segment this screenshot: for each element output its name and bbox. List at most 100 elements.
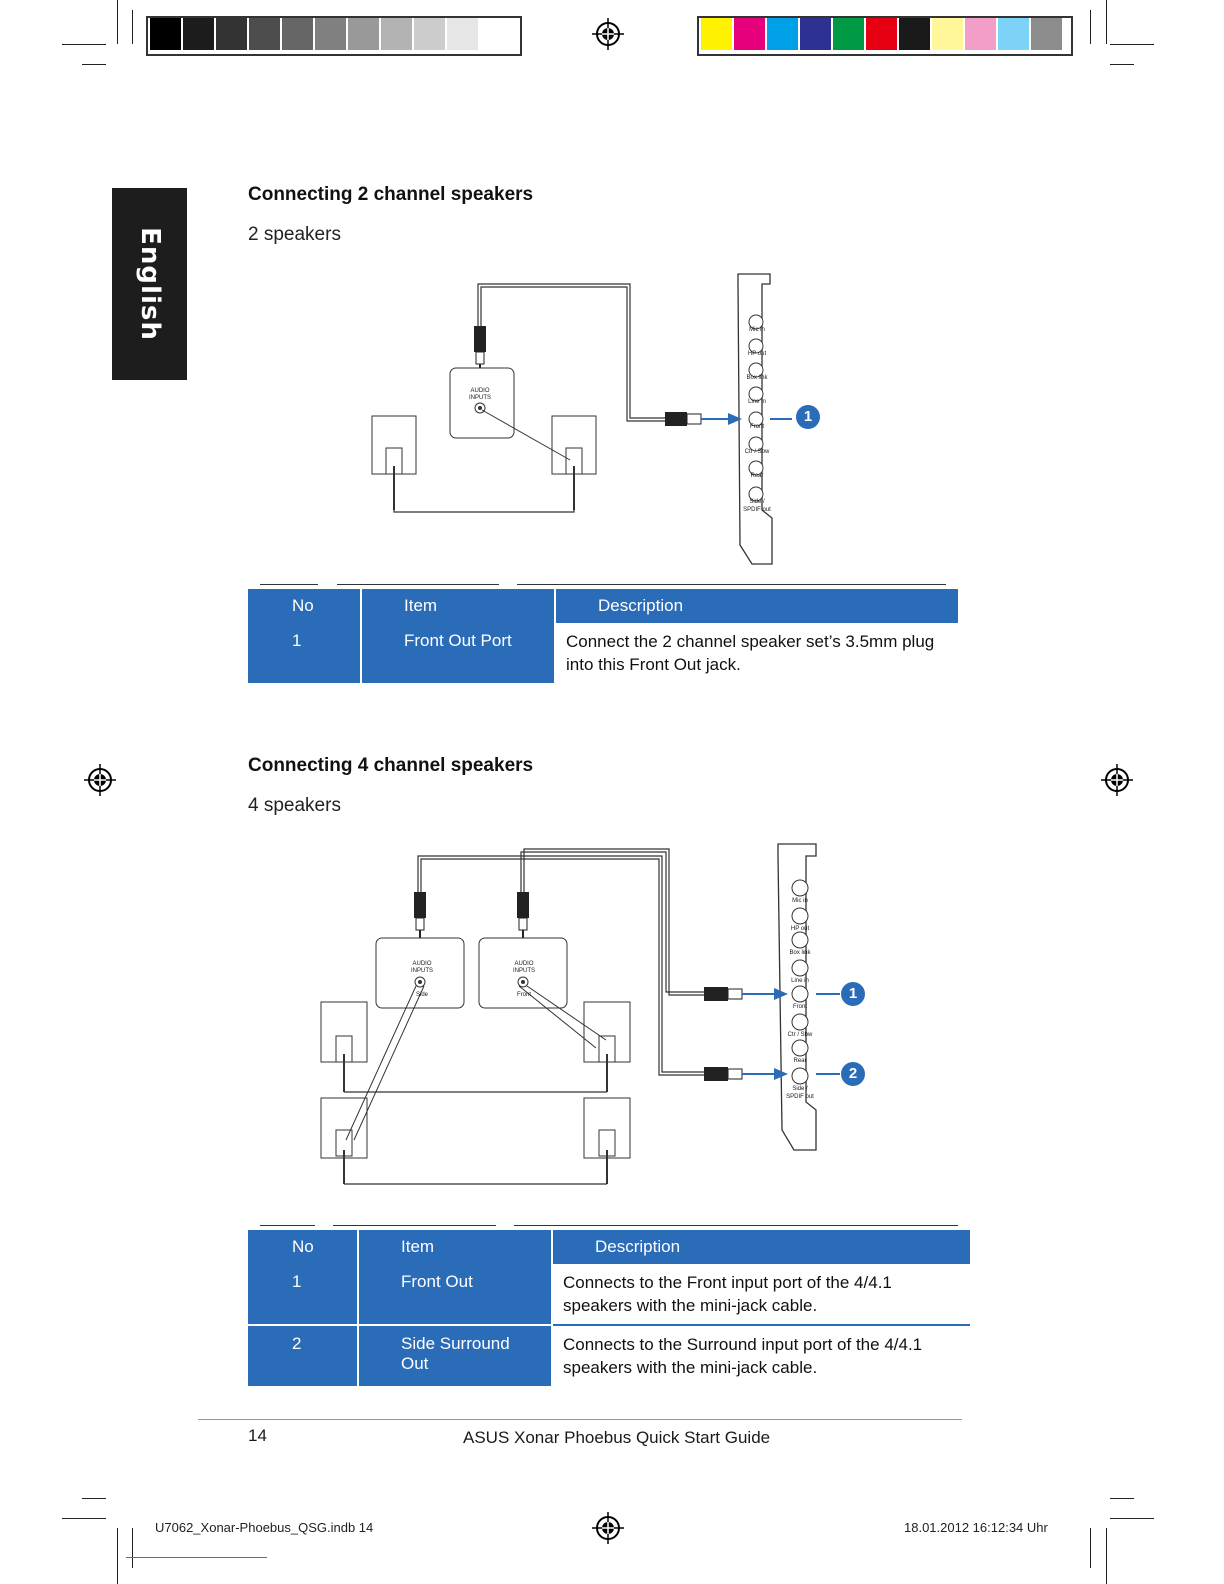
jack-label-spdif-out: SPDIF out	[743, 507, 771, 513]
section2-subheading: 4 speakers	[248, 795, 341, 816]
page-number: 14	[248, 1426, 267, 1445]
table-2ch: No Item Description 1 Front Out Port Con…	[248, 589, 958, 683]
jack-label-box-link: Box link	[746, 375, 768, 381]
grayscale-swatch	[348, 18, 379, 50]
jack-label-hp-out: HP out	[790, 926, 810, 932]
cell-no: 2	[248, 1326, 359, 1386]
grayscale-bar	[146, 16, 522, 56]
color-bar	[697, 16, 1073, 56]
color-swatch	[701, 18, 732, 50]
crop-mark	[132, 10, 133, 44]
jack-label-front: Front	[792, 1004, 807, 1010]
diagram1-audio-inputs-label: AUDIO INPUTS	[468, 388, 491, 401]
jack-label-side: Side /	[749, 499, 765, 505]
cell-item: Front Out Port	[362, 623, 556, 683]
crop-mark	[117, 1528, 118, 1584]
table-row: 1 Front Out Port Connect the 2 channel s…	[248, 623, 958, 683]
slug-timestamp: 18.01.2012 16:12:34 Uhr	[904, 1520, 1048, 1535]
cell-no: 1	[248, 623, 362, 683]
grayscale-swatch	[183, 18, 214, 50]
registration-target-icon	[592, 18, 624, 50]
crop-mark	[117, 0, 118, 44]
crop-mark	[132, 1528, 133, 1568]
color-swatch	[1031, 18, 1062, 50]
color-swatch	[767, 18, 798, 50]
section2-heading: Connecting 4 channel speakers	[248, 755, 534, 776]
grayscale-swatch	[282, 18, 313, 50]
color-swatch	[965, 18, 996, 50]
color-swatch	[833, 18, 864, 50]
diagram1-jack-labels: Mic in HP out Box link Line in Front Ctr…	[732, 327, 782, 513]
cell-item: Front Out	[359, 1264, 553, 1326]
color-swatch	[998, 18, 1029, 50]
four-speaker-diagram	[320, 843, 840, 1185]
footer-rule	[198, 1419, 962, 1420]
table-header-row: No Item Description	[248, 1230, 970, 1264]
color-swatch	[899, 18, 930, 50]
crop-mark	[1110, 1498, 1134, 1499]
callout-1: 1	[796, 405, 820, 429]
col-header-description: Description	[598, 596, 684, 615]
diagram2-front-label: Front	[516, 992, 531, 998]
jack-label-rear: Rear	[750, 473, 764, 479]
two-speaker-diagram	[371, 273, 792, 565]
grayscale-swatch	[315, 18, 346, 50]
crop-mark	[1110, 64, 1134, 65]
jack-label-line-in: Line in	[791, 978, 809, 984]
col-header-item: Item	[362, 589, 556, 623]
crop-mark	[1106, 1528, 1107, 1584]
col-header-description: Description	[595, 1237, 681, 1256]
crop-mark	[1090, 10, 1091, 44]
diagram2-side-inputs-label: AUDIO INPUTS	[410, 961, 433, 974]
language-tab: English	[112, 188, 187, 380]
jack-label-spdif-out: SPDIF out	[786, 1094, 814, 1100]
jack-label-mic-in: Mic in	[792, 898, 808, 904]
footer-title: ASUS Xonar Phoebus Quick Start Guide	[463, 1428, 771, 1447]
cell-description: Connects to the Front input port of the …	[553, 1264, 970, 1326]
slug-filename: U7062_Xonar-Phoebus_QSG.indb 14	[155, 1520, 374, 1535]
section1-subheading: 2 speakers	[248, 224, 341, 245]
grayscale-swatch	[249, 18, 280, 50]
grayscale-swatch	[447, 18, 478, 50]
cell-item: Side Surround Out	[359, 1326, 553, 1386]
slug-underline	[126, 1557, 267, 1558]
section1-heading: Connecting 2 channel speakers	[248, 184, 534, 205]
col-header-no: No	[248, 589, 362, 623]
crop-mark	[1110, 44, 1154, 45]
callout-2: 2	[841, 1062, 865, 1086]
jack-label-rear: Rear	[793, 1058, 807, 1064]
color-swatch	[866, 18, 897, 50]
registration-target-icon	[592, 1512, 624, 1544]
table-header-row: No Item Description	[248, 589, 958, 623]
grayscale-swatch	[480, 18, 511, 50]
jack-label-box-link: Box link	[789, 950, 811, 956]
diagram2-jack-labels: Mic in HP out Box link Line in Front Ctr…	[775, 898, 825, 1100]
jack-label-ctr-sbw: Ctr / Sbw	[744, 449, 770, 455]
registration-target-icon	[1101, 764, 1133, 796]
color-swatch	[734, 18, 765, 50]
color-swatch	[932, 18, 963, 50]
cell-no: 1	[248, 1264, 359, 1326]
jack-label-mic-in: Mic in	[749, 327, 765, 333]
crop-mark	[1110, 1518, 1154, 1519]
diagram2-side-label: Side	[415, 992, 428, 998]
table-row: 2 Side Surround Out Connects to the Surr…	[248, 1326, 970, 1386]
callout-1: 1	[841, 982, 865, 1006]
crop-mark	[82, 64, 106, 65]
crop-mark	[1106, 0, 1107, 44]
crop-mark	[62, 44, 106, 45]
crop-mark	[1090, 1528, 1091, 1568]
jack-label-front: Front	[749, 424, 764, 430]
crop-mark	[62, 1518, 106, 1519]
language-tab-label: English	[134, 227, 165, 341]
jack-label-side: Side /	[792, 1086, 808, 1092]
grayscale-swatch	[216, 18, 247, 50]
jack-label-hp-out: HP out	[747, 351, 767, 357]
registration-target-icon	[84, 764, 116, 796]
cell-description: Connect the 2 channel speaker set’s 3.5m…	[556, 623, 958, 683]
grayscale-swatch	[414, 18, 445, 50]
color-swatch	[800, 18, 831, 50]
jack-label-line-in: Line in	[748, 399, 766, 405]
table-4ch: No Item Description 1 Front Out Connects…	[248, 1230, 970, 1386]
col-header-no: No	[248, 1230, 359, 1264]
